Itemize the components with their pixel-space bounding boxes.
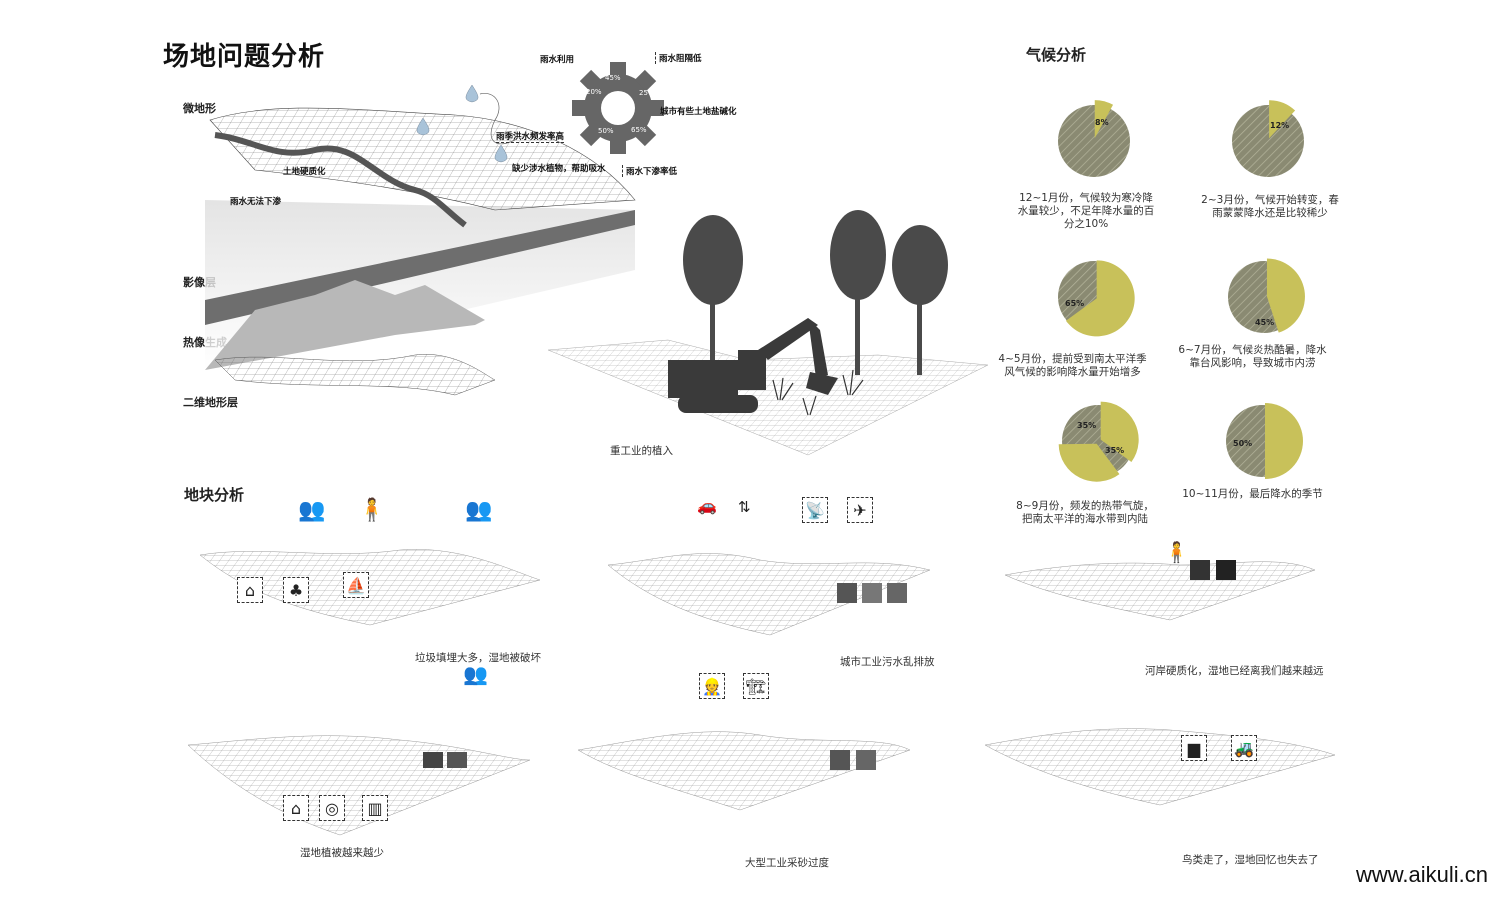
pie-label-3: 65% <box>1065 299 1085 308</box>
pie-slice <box>1265 403 1303 479</box>
gear-pct-20: 20% <box>586 88 602 96</box>
climate-pie-1 <box>1058 100 1130 177</box>
pie-slice <box>1058 443 1120 482</box>
climate-pie-2 <box>1232 100 1304 177</box>
pie-base <box>1058 105 1130 177</box>
sailboat-icon: ⛵ <box>343 572 369 598</box>
tree-icon: ♣ <box>283 577 309 603</box>
dumptruck-icon: 🚜 <box>1231 735 1257 761</box>
pie-slice <box>1094 100 1114 139</box>
pie-slice <box>1266 258 1305 333</box>
pie-slice <box>1065 260 1135 337</box>
heavy-industry-caption: 重工业的植入 <box>610 445 673 457</box>
climate-heading: 气候分析 <box>1026 46 1087 64</box>
plot-caption-5: 大型工业采砂过度 <box>745 857 829 869</box>
gear-pct-25: 25% <box>639 89 655 97</box>
swap-arrows-icon: ⇅ <box>738 498 751 516</box>
pollution-photo-1 <box>837 583 857 603</box>
sand-photo-2 <box>856 750 876 770</box>
pie-slice <box>1269 100 1296 139</box>
wetland-photo-2 <box>447 752 467 768</box>
climate-pie-6 <box>1226 403 1303 479</box>
plot-caption-6: 鸟类走了，湿地回忆也失去了 <box>1182 854 1319 866</box>
person-car-icon: 🚗 <box>697 496 717 515</box>
pie-label-1: 8% <box>1095 118 1109 127</box>
gear-label-flood: 雨季洪水频发率高 <box>496 132 565 143</box>
layered-terrain-illustration <box>205 84 636 396</box>
house-icon: ⌂ <box>237 577 263 603</box>
factory-icon: ▥ <box>362 795 388 821</box>
plot-caption-1: 垃圾填埋大多，湿地被破坏 <box>415 652 541 664</box>
gear-label-rain-use: 雨水利用 <box>540 55 575 65</box>
plot-heading: 地块分析 <box>184 486 245 504</box>
climate-pie-5 <box>1058 401 1139 482</box>
bar-chart-icon: ▆ <box>1181 735 1207 761</box>
gear-label-infiltration: 雨水下渗率低 <box>622 165 677 177</box>
gear-label-salinization: 城市有些土地盐碱化 <box>660 107 737 117</box>
gear-diagram <box>572 62 664 154</box>
sand-photo-1 <box>830 750 850 770</box>
riverbank-photo-1 <box>1190 560 1210 580</box>
plot-caption-4: 湿地植被越来越少 <box>300 847 384 859</box>
watermark: www.aikuli.cn <box>1355 862 1488 887</box>
pie-caption-4: 6~7月份，气候炎热酷暑，降水靠台风影响，导致城市内涝 <box>1178 344 1327 369</box>
layer-terrain-2d: 二维地形层 <box>183 396 238 409</box>
people-pair-icon: 👥 <box>298 498 326 523</box>
plot-caption-2: 城市工业污水乱排放 <box>840 656 935 668</box>
gear-pct-65: 65% <box>631 126 647 134</box>
gear-label-rain-block: 雨水阻隔低 <box>655 52 702 64</box>
gear-pct-45: 45% <box>605 74 621 82</box>
pie-base <box>1232 105 1304 177</box>
pie-label-6: 50% <box>1233 439 1253 448</box>
pie-caption-3: 4~5月份，提前受到南太平洋季风气候的影响降水量开始增多 <box>998 353 1147 378</box>
riverbank-photo-2 <box>1216 560 1236 580</box>
person-icon: 🧍 <box>358 498 386 523</box>
climate-pie-3 <box>1058 260 1135 337</box>
standing-person-icon: 🧍 <box>1164 540 1189 564</box>
airplane-icon: ✈ <box>847 497 873 523</box>
layer-micro-terrain: 微地形 <box>183 102 216 115</box>
gear-label-lack-plants: 缺少涉水植物，帮助吸水 <box>512 164 606 174</box>
pie-label-5a: 35% <box>1077 421 1097 430</box>
pollution-photo-3 <box>887 583 907 603</box>
gear-pct-50: 50% <box>598 127 614 135</box>
house-hand-icon: ⌂ <box>283 795 309 821</box>
signal-tower-icon: 📡 <box>802 497 828 523</box>
people-pair-icon-2: 👥 <box>465 498 493 523</box>
pie-caption-2: 2~3月份，气候开始转变，春雨蒙蒙降水还是比较稀少 <box>1201 194 1339 219</box>
pie-label-4: 45% <box>1255 318 1275 327</box>
people-pair-icon-3: 👥 <box>463 662 488 686</box>
pie-caption-1: 12~1月份，气候较为寒冷降水量较少，不足年降水量的百分之10% <box>1017 192 1155 230</box>
pie-caption-5: 8~9月份，频发的热带气旋，把南太平洋的海水带到内陆 <box>1016 500 1154 525</box>
heavy-industry-scene <box>547 210 989 456</box>
pie-label-5b: 35% <box>1105 446 1125 455</box>
crane-icon: 🏗 <box>743 673 769 699</box>
page-title: 场地问题分析 <box>163 42 326 72</box>
label-soil-hardening: 土地硬质化 <box>283 167 326 177</box>
wetland-photo-1 <box>423 752 443 768</box>
worker-icon: 👷 <box>699 673 725 699</box>
pie-caption-6: 10~11月份，最后降水的季节 <box>1182 488 1323 500</box>
tire-icon: ◎ <box>319 795 345 821</box>
pollution-photo-2 <box>862 583 882 603</box>
label-rain-no-infiltrate: 雨水无法下渗 <box>230 197 282 207</box>
plot-caption-3: 河岸硬质化，湿地已经离我们越来越远 <box>1145 665 1324 677</box>
climate-pie-4 <box>1228 258 1305 333</box>
pie-label-2: 12% <box>1270 121 1290 130</box>
pie-slice <box>1100 401 1139 462</box>
